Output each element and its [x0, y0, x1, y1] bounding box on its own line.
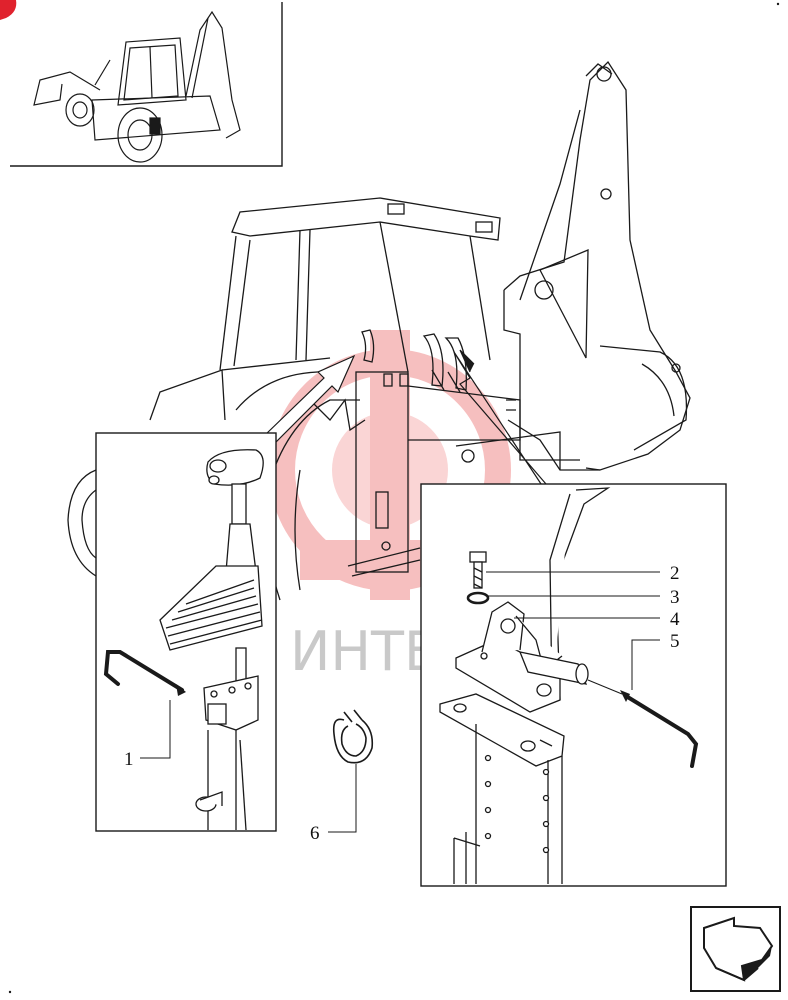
callout-6: 6	[310, 823, 320, 844]
backhoe-machine-outline	[67, 60, 691, 601]
pin-part-5	[624, 694, 699, 768]
page-dot	[8, 990, 12, 994]
callout-2: 2	[670, 563, 680, 584]
callout-3: 3	[670, 587, 680, 608]
thumbnail-inset	[10, 2, 283, 167]
callout-4: 4	[670, 609, 680, 630]
callout-leaders	[140, 571, 660, 833]
next-page-arrow-icon[interactable]	[690, 906, 781, 992]
view-arrows	[262, 349, 547, 491]
corner-mark-icon	[0, 0, 17, 20]
left-inset	[95, 432, 277, 832]
page-dot-top	[776, 2, 780, 6]
clip-part-6	[332, 709, 374, 764]
right-inset	[420, 483, 727, 887]
callout-5: 5	[670, 631, 680, 652]
callout-1: 1	[124, 749, 134, 770]
pin-part-1	[103, 650, 184, 692]
